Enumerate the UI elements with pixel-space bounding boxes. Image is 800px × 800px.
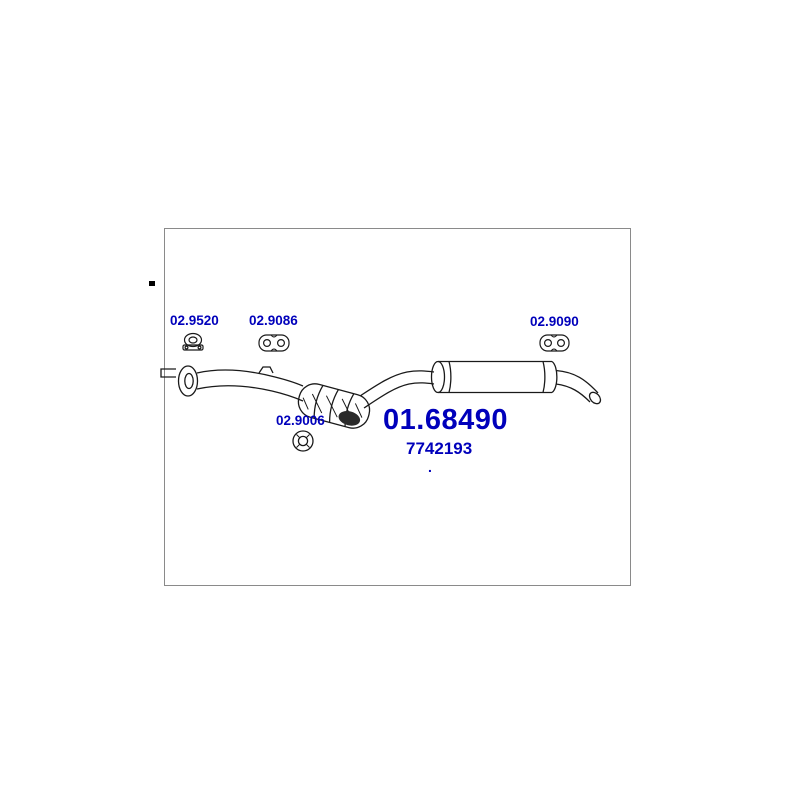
dot-mark: . (428, 459, 432, 475)
rubber-ring-part-code: 02.9006 (276, 413, 325, 428)
rear-hanger-part-code: 02.9090 (530, 314, 579, 329)
main-part-code: 01.68490 (383, 404, 508, 436)
clamp-part-code: 02.9520 (170, 313, 219, 328)
front-hanger-part-code: 02.9086 (249, 313, 298, 328)
oe-reference-number: 7742193 (406, 439, 473, 458)
left-registration-mark (149, 281, 155, 286)
